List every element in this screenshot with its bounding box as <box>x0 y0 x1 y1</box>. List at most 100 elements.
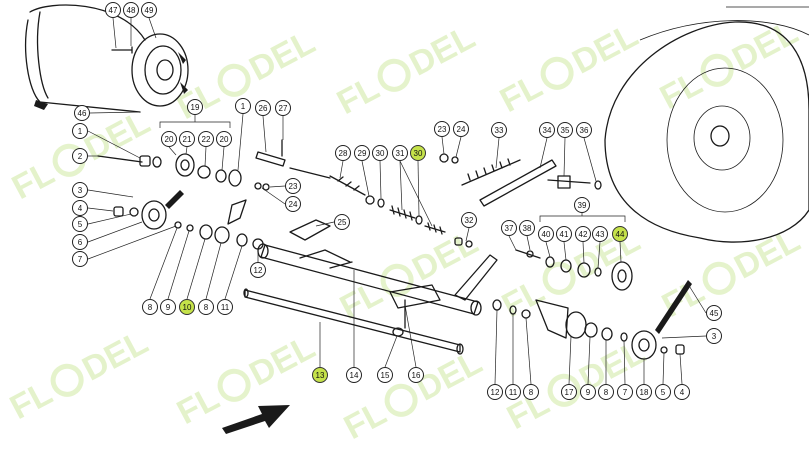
callout-45: 45 <box>706 305 722 321</box>
callout-29: 29 <box>354 145 370 161</box>
callout-label: 46 <box>78 109 87 118</box>
leader-line <box>204 146 207 167</box>
leader-line <box>89 111 141 114</box>
callout-1: 1 <box>72 123 88 139</box>
leader-line <box>221 146 225 171</box>
callout-label: 37 <box>505 224 514 233</box>
callout-4: 4 <box>72 200 88 216</box>
callout-label: 5 <box>78 220 83 229</box>
callout-3: 3 <box>706 328 722 344</box>
leader-line <box>545 241 551 258</box>
watermark-right: DEL <box>403 18 481 83</box>
leader-line <box>148 17 157 39</box>
watermark-right: DEL <box>243 328 321 393</box>
leader-line <box>399 160 433 227</box>
upper-brackets <box>227 139 473 248</box>
callout-23: 23 <box>285 178 301 194</box>
leader-line <box>112 17 117 49</box>
callout-39: 39 <box>574 197 590 213</box>
callout-5: 5 <box>655 384 671 400</box>
callout-label: 8 <box>529 388 534 397</box>
callout-8: 8 <box>523 384 539 400</box>
leader-line <box>417 160 420 217</box>
callout-label: 17 <box>565 388 574 397</box>
callout-1: 1 <box>235 98 251 114</box>
leader-line <box>563 137 566 177</box>
upper-right-rods <box>439 153 602 207</box>
callout-label: 5 <box>661 388 666 397</box>
leader-line <box>149 227 178 300</box>
leader-line <box>441 136 445 155</box>
watermark-right: DEL <box>243 23 321 88</box>
callout-11: 11 <box>505 384 521 400</box>
callout-label: 26 <box>259 104 268 113</box>
callout-49: 49 <box>141 2 157 18</box>
callout-28: 28 <box>335 145 351 161</box>
leader-line <box>87 225 177 260</box>
callout-label: 16 <box>412 371 421 380</box>
callout-label: 36 <box>580 126 589 135</box>
leader-lines <box>87 17 707 385</box>
leader-line <box>661 335 707 339</box>
callout-label: 15 <box>381 371 390 380</box>
callout-2: 2 <box>72 148 88 164</box>
callout-27: 27 <box>275 100 291 116</box>
leader-line <box>269 185 286 188</box>
callout-label: 14 <box>350 371 359 380</box>
leader-line <box>186 238 206 300</box>
leader-line <box>167 230 190 300</box>
callout-34: 34 <box>539 122 555 138</box>
leader-line <box>87 130 141 159</box>
watermark-right: DEL <box>406 223 484 288</box>
callout-19: 19 <box>187 99 203 115</box>
central-shaft-assembly <box>243 243 531 355</box>
callout-30: 30 <box>410 145 426 161</box>
callout-8: 8 <box>198 299 214 315</box>
callout-24: 24 <box>453 121 469 137</box>
callout-35: 35 <box>557 122 573 138</box>
watermark: FL DEL <box>331 18 481 122</box>
callout-44: 44 <box>612 226 628 242</box>
callout-13: 13 <box>312 367 328 383</box>
callout-14: 14 <box>346 367 362 383</box>
leader-line <box>455 136 462 158</box>
watermark-left: FL <box>494 67 549 120</box>
leader-line <box>315 221 335 227</box>
callout-3: 3 <box>72 182 88 198</box>
callout-24: 24 <box>285 196 301 212</box>
watermark-right: DEL <box>728 221 806 286</box>
callout-46: 46 <box>74 105 90 121</box>
callout-label: 8 <box>148 303 153 312</box>
callout-20: 20 <box>161 131 177 147</box>
leader-line <box>583 137 597 182</box>
callout-label: 23 <box>289 182 298 191</box>
callout-6: 6 <box>72 234 88 250</box>
upper-belt-assembly <box>25 4 189 113</box>
callout-21: 21 <box>179 131 195 147</box>
callout-38: 38 <box>519 220 535 236</box>
leader-line <box>679 353 683 385</box>
callout-16: 16 <box>408 367 424 383</box>
callout-label: 25 <box>338 218 347 227</box>
leader-line <box>404 304 417 368</box>
callout-32: 32 <box>461 212 477 228</box>
callout-label: 29 <box>358 149 367 158</box>
callout-label: 12 <box>491 388 500 397</box>
callout-label: 7 <box>623 388 628 397</box>
leader-line <box>87 207 114 212</box>
watermark-layer: FL DEL FL DEL FL DEL FL DEL FL DEL FL DE… <box>4 13 806 447</box>
callout-label: 34 <box>543 126 552 135</box>
watermark-left: FL <box>331 69 386 122</box>
callout-label: 43 <box>596 230 605 239</box>
watermark: FL DEL <box>656 221 806 325</box>
callout-label: 10 <box>183 303 192 312</box>
leader-line <box>87 221 143 243</box>
leader-line <box>399 160 403 211</box>
callout-label: 30 <box>414 149 423 158</box>
callout-label: 31 <box>396 149 405 158</box>
callout-label: 44 <box>616 230 625 239</box>
callout-label: 19 <box>191 103 200 112</box>
callout-25: 25 <box>334 214 350 230</box>
